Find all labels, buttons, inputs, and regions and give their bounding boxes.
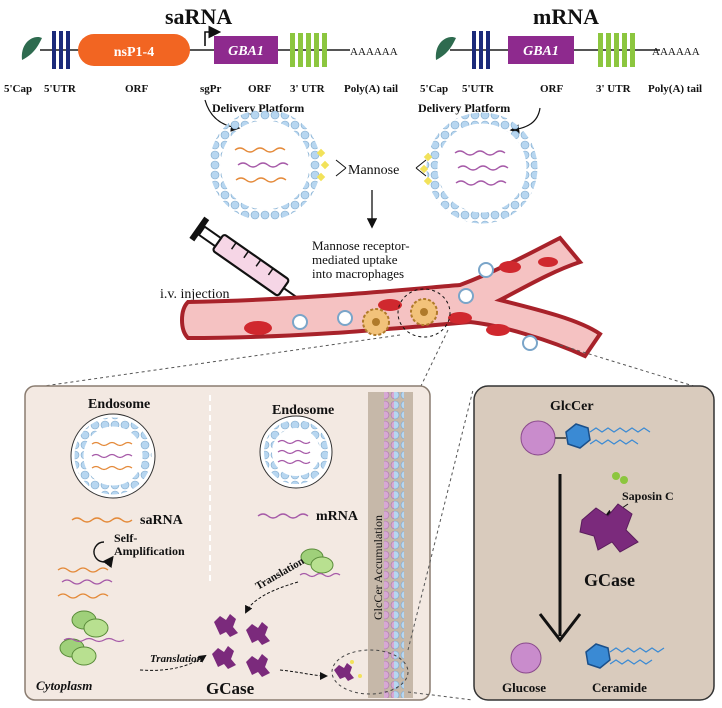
mannose-label: Mannose	[348, 163, 399, 178]
gcase-enzyme-icon	[579, 503, 639, 553]
glucose-icon	[510, 642, 542, 674]
gba1-label: GBA1	[523, 44, 559, 59]
label-orf2: ORF	[248, 83, 272, 95]
ceramide-head-icon	[565, 423, 591, 449]
blood-vessel	[180, 235, 603, 359]
gcase-cluster	[212, 614, 270, 677]
label-orf: ORF	[540, 83, 564, 95]
ribosome-icon	[71, 610, 109, 638]
polya-text: AAAAAA	[350, 46, 398, 58]
nsp-orf	[78, 34, 190, 66]
gba1-label: GBA1	[228, 44, 264, 59]
receptor-line3: into macrophages	[312, 266, 404, 281]
self-amp-line2: Amplification	[114, 544, 185, 558]
lysosome-zoom	[331, 649, 409, 695]
lnp-sarna	[209, 109, 330, 221]
ribosome-icon	[59, 638, 97, 666]
delivery-platform-right: Delivery Platform	[418, 101, 510, 115]
endosome-right-label: Endosome	[272, 403, 334, 418]
cap-icon	[21, 36, 42, 60]
label-5cap: 5'Cap	[420, 83, 448, 95]
saposin-label: Saposin C	[622, 489, 674, 503]
utr5-bars	[472, 31, 490, 69]
macrophage-icon	[362, 308, 390, 336]
glccer-label: GlcCer	[550, 399, 594, 414]
endosome-right	[259, 415, 333, 489]
mrna-label: mRNA	[316, 509, 359, 524]
gba1-orf	[508, 36, 574, 64]
endosome-left	[70, 413, 156, 499]
nsp-label: nsP1-4	[114, 45, 154, 60]
endosome-left-label: Endosome	[88, 397, 150, 412]
sarna-strand	[71, 517, 133, 523]
gcase-lyso-label: GCase	[584, 570, 635, 590]
sgpr-arrow-icon	[204, 25, 222, 46]
polya-text: AAAAAA	[652, 46, 700, 58]
accumulation-label: GlcCer Accumulation	[371, 515, 385, 620]
sarna-construct: nsP1-4 GBA1 AAAAAA 5'Cap 5'UTR ORF sgPr …	[4, 25, 398, 95]
mrna-title: mRNA	[533, 4, 599, 29]
delivery-platform-left: Delivery Platform	[212, 101, 304, 115]
receptor-line1: Mannose receptor-	[312, 238, 410, 253]
label-sgpr: sgPr	[200, 83, 222, 95]
utr3-bars	[290, 33, 327, 67]
mrna-construct: GBA1 AAAAAA 5'Cap 5'UTR ORF 3' UTR Poly(…	[420, 31, 702, 95]
lnp-mrna	[419, 112, 538, 224]
saposin-icon	[612, 472, 620, 480]
lysosome-panel	[473, 385, 715, 701]
receptor-line2: mediated uptake	[312, 252, 398, 267]
ribosome-icon	[300, 548, 334, 574]
sarna-label: saRNA	[140, 513, 184, 528]
self-amp-line1: Self-	[114, 531, 137, 545]
gba1-orf	[214, 36, 278, 64]
syringe-icon	[189, 216, 308, 305]
amplified-strands	[57, 567, 113, 599]
utr5-bars	[52, 31, 70, 69]
label-polya: Poly(A) tail	[648, 83, 702, 95]
label-5cap: 5'Cap	[4, 83, 32, 95]
label-3utr: 3' UTR	[290, 83, 326, 95]
sarna-title: saRNA	[165, 4, 232, 29]
ceramide-label: Ceramide	[592, 680, 647, 695]
injection-label: i.v. injection	[160, 287, 229, 302]
utr3-bars	[598, 33, 635, 67]
glucose-head-icon	[520, 420, 556, 456]
cytoplasm-label: Cytoplasm	[36, 678, 92, 693]
self-amp-arrow-icon	[93, 541, 114, 569]
cap-icon	[435, 36, 456, 60]
gcase-cell-label: GCase	[206, 679, 255, 698]
label-polya: Poly(A) tail	[344, 83, 398, 95]
macrophage-icon	[410, 298, 438, 326]
translation-left-label: Translation	[150, 653, 203, 665]
label-3utr: 3' UTR	[596, 83, 632, 95]
glucose-label: Glucose	[502, 680, 546, 695]
mrna-strand	[257, 513, 309, 519]
label-orf: ORF	[125, 83, 149, 95]
ceramide-icon	[585, 643, 611, 669]
label-5utr: 5'UTR	[462, 83, 495, 95]
label-5utr: 5'UTR	[44, 83, 77, 95]
